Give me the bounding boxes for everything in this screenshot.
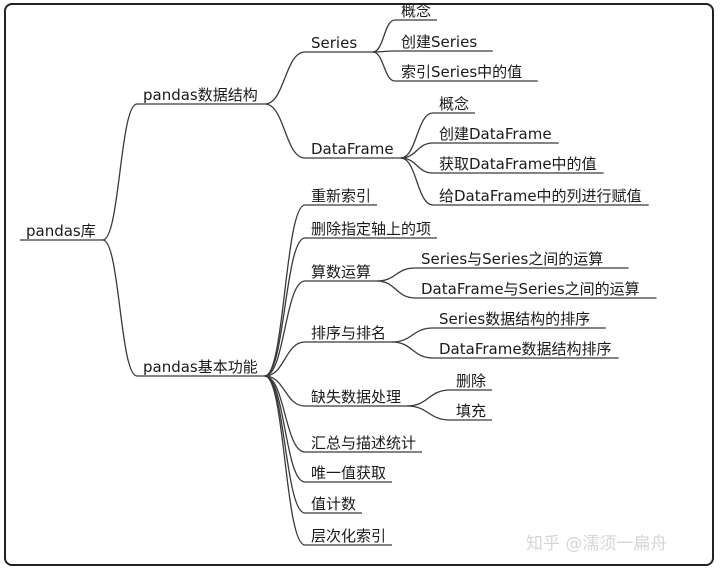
child-node-1-3: 排序与排名 (311, 324, 387, 342)
link-child-1-3-leaf-0 (391, 327, 434, 343)
leaf-node-1-2-1: DataFrame与Series之间的运算 (421, 280, 640, 298)
link-child-1-4-leaf-0 (406, 389, 451, 407)
leaf-node-0-1-3: 给DataFrame中的列进行赋值 (439, 187, 642, 205)
link-branch-1-child-3 (264, 341, 306, 377)
leaf-node-0-1-0: 概念 (439, 95, 470, 113)
child-node-1-7: 值计数 (311, 495, 357, 513)
link-branch-1-child-1 (264, 237, 306, 377)
leaf-node-1-3-1: DataFrame数据结构排序 (439, 340, 612, 358)
child-node-1-0: 重新索引 (311, 187, 372, 205)
link-child-1-2-leaf-0 (376, 267, 416, 282)
leaf-node-1-4-1: 填充 (456, 402, 487, 420)
child-node-1-1: 删除指定轴上的项 (311, 220, 432, 238)
link-child-1-2-leaf-1 (376, 280, 416, 299)
link-branch-0-child-1 (264, 103, 306, 159)
leaf-node-1-2-0: Series与Series之间的运算 (421, 250, 604, 268)
leaf-node-1-4-0: 删除 (456, 372, 487, 390)
link-child-0-1-leaf-3 (400, 157, 434, 206)
leaf-node-0-0-0: 概念 (401, 2, 432, 20)
link-root-branch-1 (102, 239, 138, 377)
child-node-1-6: 唯一值获取 (311, 464, 387, 482)
link-child-0-0-leaf-0 (372, 19, 396, 53)
child-node-1-2: 算数运算 (311, 263, 372, 281)
link-child-0-1-leaf-0 (400, 112, 434, 159)
link-branch-1-child-8 (264, 375, 306, 546)
link-branch-1-child-0 (264, 204, 306, 377)
child-node-0-0: Series (311, 34, 358, 52)
link-child-0-0-leaf-2 (372, 51, 396, 82)
child-node-1-8: 层次化索引 (311, 527, 387, 545)
link-child-0-1-leaf-1 (400, 142, 434, 159)
watermark: 知乎 @濡须一扁舟 (526, 534, 668, 554)
branch-node-1: pandas基本功能 (143, 358, 258, 376)
child-node-1-5: 汇总与描述统计 (311, 434, 417, 452)
child-node-1-4: 缺失数据处理 (311, 388, 402, 406)
child-node-0-1: DataFrame (311, 140, 394, 158)
branch-node-0: pandas数据结构 (143, 86, 258, 104)
link-child-1-4-leaf-1 (406, 405, 451, 421)
link-branch-1-child-4 (264, 375, 306, 407)
leaf-node-0-1-1: 创建DataFrame (439, 125, 552, 143)
diagram-frame (4, 3, 714, 566)
leaf-node-0-0-1: 创建Series (401, 33, 478, 51)
link-branch-0-child-0 (264, 51, 306, 105)
leaf-node-0-1-2: 获取DataFrame中的值 (439, 155, 597, 173)
link-root-branch-0 (102, 103, 138, 241)
root-node: pandas库 (26, 222, 96, 240)
link-branch-1-child-2 (264, 280, 306, 377)
link-child-1-3-leaf-1 (391, 341, 434, 359)
leaf-node-0-0-2: 索引Series中的值 (401, 63, 523, 81)
leaf-node-1-3-0: Series数据结构的排序 (439, 310, 591, 328)
link-branch-1-child-7 (264, 375, 306, 514)
